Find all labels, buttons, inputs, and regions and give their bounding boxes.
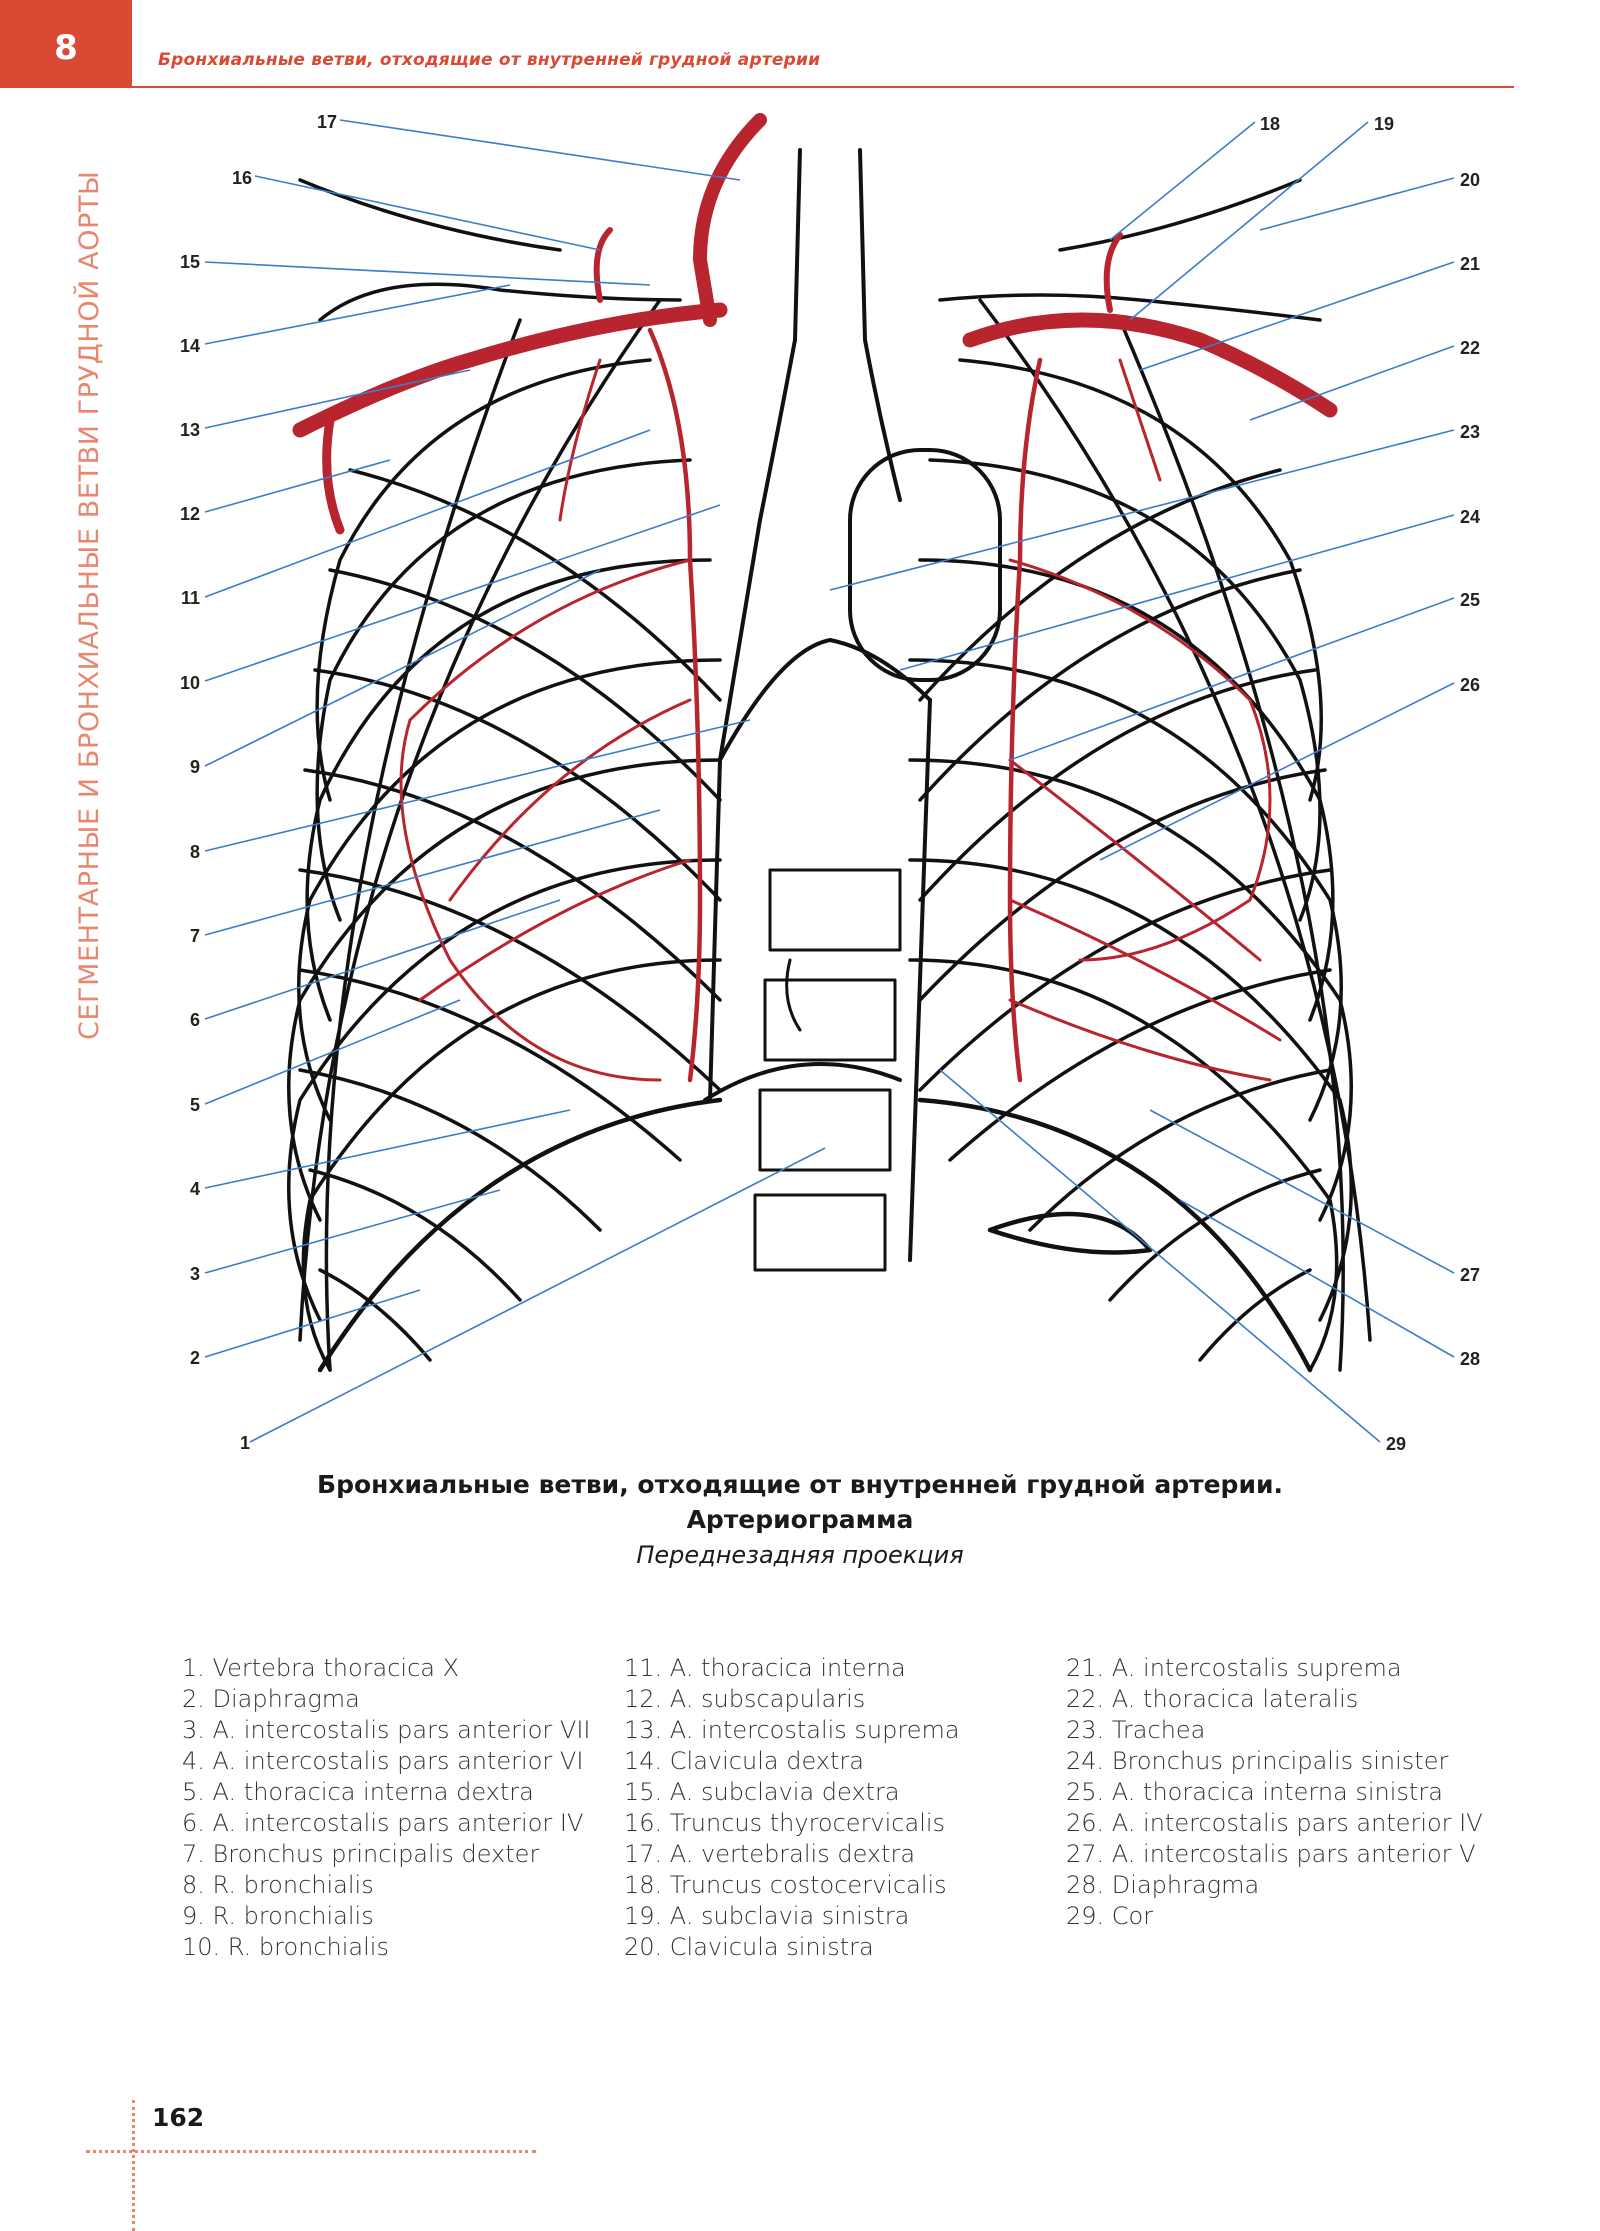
clavicles — [298, 178, 1322, 322]
thyrocervical-trunk — [593, 227, 613, 303]
legend-item: 26. A. intercostalis pars anterior IV — [1066, 1809, 1483, 1837]
legend-item: 18. Truncus costocervicalis — [624, 1871, 947, 1899]
costocervical-trunk — [1103, 232, 1123, 313]
legend-column-3: 21. A. intercostalis suprema 22. A. thor… — [1066, 1653, 1483, 1932]
figure-caption-subtitle: Артериограмма — [686, 1505, 914, 1534]
legend-item: 4. A. intercostalis pars anterior VI — [182, 1747, 584, 1775]
label-14: 14 — [180, 336, 200, 356]
label-8: 8 — [190, 842, 200, 862]
label-7: 7 — [190, 926, 200, 946]
anatomy-outline — [287, 148, 1372, 1373]
label-11: 11 — [181, 588, 200, 608]
legend-item: 6. A. intercostalis pars anterior IV — [182, 1809, 584, 1837]
subclavian-artery-right — [292, 302, 728, 438]
legend-column-2: 11. A. thoracica interna 12. A. subscapu… — [624, 1653, 960, 1963]
leader-lines — [204, 119, 1455, 1443]
legend-item: 15. A. subclavia dextra — [624, 1778, 900, 1806]
intercostal-branches — [399, 358, 1282, 1082]
running-header-title: Бронхиальные ветви, отходящие от внутрен… — [158, 50, 821, 70]
legend-item: 12. A. subscapularis — [624, 1685, 866, 1713]
legend-item: 25. A. thoracica interna sinistra — [1066, 1778, 1443, 1806]
legend-item: 1. Vertebra thoracica X — [182, 1654, 460, 1682]
legend-item: 20. Clavicula sinistra — [624, 1933, 874, 1961]
label-29: 29 — [1386, 1434, 1406, 1454]
label-22: 22 — [1460, 338, 1480, 358]
right-number-labels: 18 19 20 21 22 23 24 25 26 27 28 29 — [1260, 114, 1480, 1454]
right-ribs — [908, 298, 1372, 1372]
label-16: 16 — [232, 168, 252, 188]
legend-item: 16. Truncus thyrocervicalis — [624, 1809, 946, 1837]
internal-thoracic-right — [647, 327, 703, 1083]
legend-item: 13. A. intercostalis suprema — [624, 1716, 960, 1744]
legend-item: 5. A. thoracica interna dextra — [182, 1778, 534, 1806]
label-19: 19 — [1374, 114, 1394, 134]
legend-item: 14. Clavicula dextra — [624, 1747, 864, 1775]
legend-item: 9. R. bronchialis — [182, 1902, 374, 1930]
left-ribs — [287, 298, 722, 1372]
label-17: 17 — [317, 112, 337, 132]
arteries — [292, 113, 1338, 1083]
legend-item: 22. A. thoracica lateralis — [1066, 1685, 1359, 1713]
legend-item: 8. R. bronchialis — [182, 1871, 374, 1899]
figure-caption-projection: Переднезадняя проекция — [636, 1541, 964, 1569]
legend-item: 24. Bronchus principalis sinister — [1066, 1747, 1449, 1775]
legend-item: 28. Diaphragma — [1066, 1871, 1260, 1899]
label-13: 13 — [180, 420, 200, 440]
label-2: 2 — [190, 1348, 200, 1368]
page-number: 162 — [152, 2103, 205, 2132]
legend-item: 21. A. intercostalis suprema — [1066, 1654, 1402, 1682]
label-5: 5 — [190, 1095, 200, 1115]
label-9: 9 — [190, 757, 200, 777]
legend-item: 27. A. intercostalis pars anterior V — [1066, 1840, 1476, 1868]
internal-thoracic-left — [1007, 357, 1043, 1083]
legend-item: 10. R. bronchialis — [182, 1933, 389, 1961]
vertebral-artery — [693, 113, 767, 327]
chapter-number: 8 — [54, 28, 78, 68]
label-3: 3 — [190, 1264, 200, 1284]
label-25: 25 — [1460, 590, 1480, 610]
legend-item: 3. A. intercostalis pars anterior VII — [182, 1716, 591, 1744]
legend-item: 7. Bronchus principalis dexter — [182, 1840, 540, 1868]
legend-item: 17. A. vertebralis dextra — [624, 1840, 916, 1868]
label-24: 24 — [1460, 507, 1480, 527]
figure-caption-title: Бронхиальные ветви, отходящие от внутрен… — [317, 1470, 1283, 1499]
label-12: 12 — [180, 504, 200, 524]
label-18: 18 — [1260, 114, 1280, 134]
legend-item: 2. Diaphragma — [182, 1685, 360, 1713]
left-number-labels: 17 16 15 14 13 12 11 10 9 8 7 6 5 4 3 2 … — [180, 112, 337, 1453]
mediastinum — [703, 148, 1002, 1262]
chapter-number-tab: 8 — [0, 0, 132, 88]
label-28: 28 — [1460, 1349, 1480, 1369]
spine — [753, 868, 902, 1272]
label-4: 4 — [190, 1179, 200, 1199]
legend-item: 23. Trachea — [1066, 1716, 1206, 1744]
label-20: 20 — [1460, 170, 1480, 190]
label-10: 10 — [180, 673, 200, 693]
label-15: 15 — [180, 252, 200, 272]
legend-item: 11. A. thoracica interna — [624, 1654, 906, 1682]
footer-dotted-rule — [86, 2150, 536, 2153]
footer-dotted-vertical — [132, 2100, 135, 2231]
label-21: 21 — [1460, 254, 1480, 274]
legend-item: 29. Cor — [1066, 1902, 1154, 1930]
subclavian-artery-left — [962, 312, 1338, 418]
legend-item: 19. A. subclavia sinistra — [624, 1902, 910, 1930]
label-6: 6 — [190, 1010, 200, 1030]
header-rule — [132, 86, 1514, 88]
label-23: 23 — [1460, 422, 1480, 442]
label-27: 27 — [1460, 1265, 1480, 1285]
label-26: 26 — [1460, 675, 1480, 695]
legend-column-1: 1. Vertebra thoracica X 2. Diaphragma 3.… — [182, 1653, 590, 1963]
label-1: 1 — [240, 1433, 250, 1453]
